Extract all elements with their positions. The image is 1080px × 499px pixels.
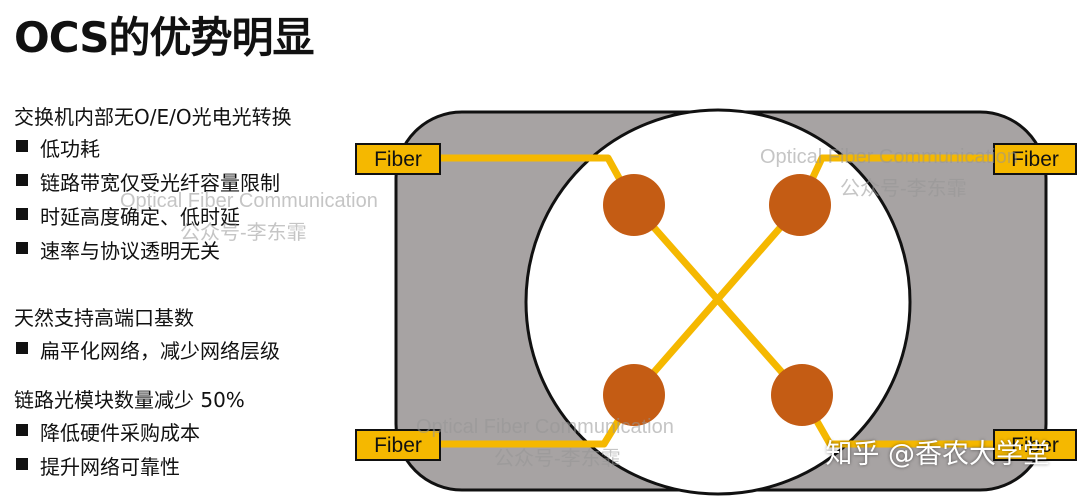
bullet-transparent: 速率与协议透明无关 [40, 239, 220, 263]
watermark-text-top-right: Optical Fiber Communication [760, 146, 1018, 168]
bullet-icon [16, 140, 28, 152]
mirror-node-bottom-left [603, 364, 665, 426]
bullet-icon [16, 208, 28, 220]
watermark-text-left: Optical Fiber Communication [120, 190, 378, 212]
fiber-label-top-right: Fiber [1011, 148, 1059, 171]
section-heading-modules: 链路光模块数量减少 50% [14, 388, 245, 412]
mirror-node-top-right [769, 174, 831, 236]
watermark-subtext-left: 公众号-李东霏 [180, 222, 307, 244]
bullet-flat-network: 扁平化网络，减少网络层级 [40, 339, 280, 363]
bullet-latency: 时延高度确定、低时延 [40, 205, 240, 229]
fiber-label-bottom-right: Fiber [1011, 434, 1059, 457]
bullet-bandwidth: 链路带宽仅受光纤容量限制 [40, 171, 280, 195]
watermark-subtext-bottom: 公众号-李东霏 [494, 448, 621, 470]
watermark-subtext-top-right: 公众号-李东霏 [840, 178, 967, 200]
fiber-label-box-top-right [993, 143, 1077, 175]
fiber-cross-b [630, 201, 804, 399]
watermark-text-bottom: Optical Fiber Communication [416, 416, 674, 438]
bullet-icon [16, 424, 28, 436]
zhihu-brand-watermark: 知乎 @香农大学堂 [825, 439, 1050, 470]
bullet-reliability: 提升网络可靠性 [40, 455, 180, 479]
bullet-cost: 降低硬件采购成本 [40, 421, 200, 445]
fiber-label-box-bottom-right [993, 429, 1077, 461]
bullet-low-power: 低功耗 [40, 137, 100, 161]
bullet-icon [16, 458, 28, 470]
section-heading-oeo: 交换机内部无O/E/O光电光转换 [14, 105, 292, 129]
bullet-icon [16, 242, 28, 254]
fiber-label-box-bottom-left [355, 429, 441, 461]
fiber-label-box-top-left [355, 143, 441, 175]
slide-title: OCS的优势明显 [14, 13, 315, 62]
fiber-label-bottom-left: Fiber [374, 434, 422, 457]
fiber-label-top-left: Fiber [374, 148, 422, 171]
mirror-node-bottom-right [771, 364, 833, 426]
bullet-icon [16, 342, 28, 354]
bullet-icon [16, 174, 28, 186]
section-heading-radix: 天然支持高端口基数 [14, 306, 194, 330]
mirror-node-top-left [603, 174, 665, 236]
